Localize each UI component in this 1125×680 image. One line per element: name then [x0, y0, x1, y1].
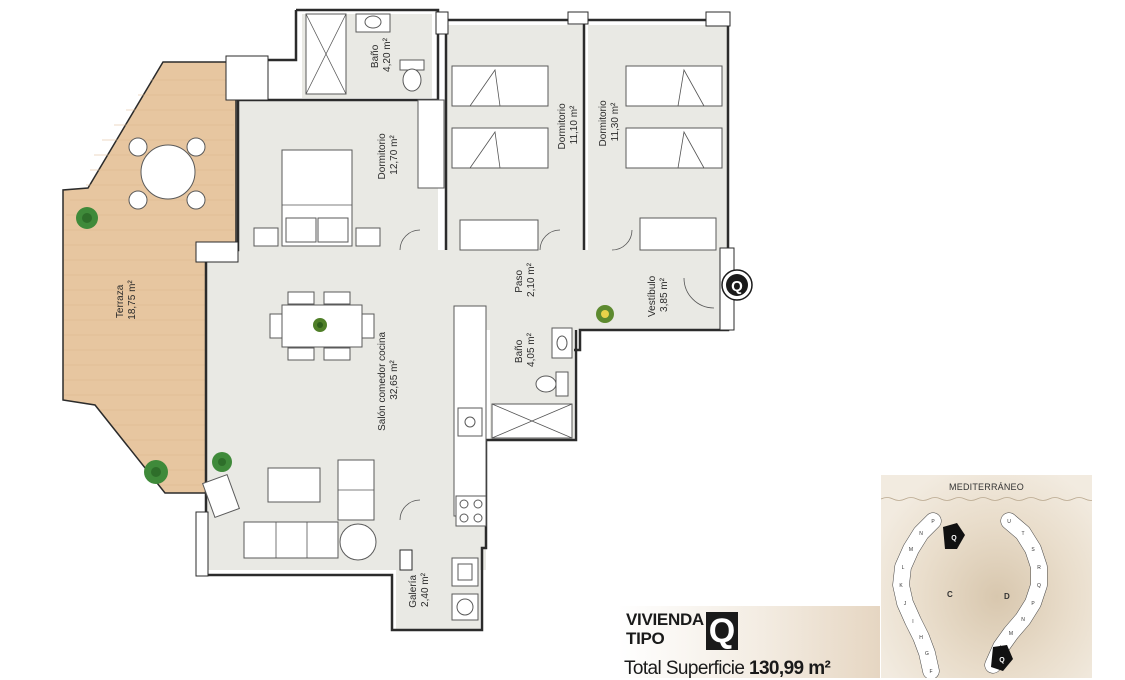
- unit-letter: U: [1007, 519, 1011, 525]
- coffee-table: [267, 467, 321, 503]
- plant-icon: [313, 318, 327, 332]
- single-bed: [625, 127, 723, 169]
- galeria-label: Galería 2,40 m²: [408, 572, 431, 608]
- unit-letter: R: [1037, 565, 1041, 571]
- bano-top-label: Baño 4,20 m²: [370, 37, 393, 72]
- toilet-top: [399, 59, 425, 92]
- bano-mid-label: Baño 4,05 m²: [514, 332, 537, 367]
- building-footprint: [985, 513, 1047, 673]
- laundry-sink: [451, 557, 479, 587]
- unit-letter: M: [909, 547, 913, 553]
- svg-text:Q: Q: [999, 657, 1005, 664]
- toilet-mid: [535, 371, 569, 397]
- nightstand: [355, 227, 381, 247]
- desk: [639, 217, 717, 251]
- zone-d-label: D: [1004, 592, 1010, 601]
- building-footprint: [893, 513, 941, 678]
- vestibulo-label: Vestíbulo 3,85 m²: [647, 273, 670, 317]
- unit-letter: M: [1009, 631, 1013, 637]
- kitchen-sink: [457, 407, 483, 437]
- sofa: [243, 459, 375, 559]
- plant-icon: [212, 452, 232, 472]
- nightstand: [253, 227, 279, 247]
- total-surface: Total Superficie 130,99 m²: [624, 658, 831, 680]
- terraza-label: Terraza 18,75 m²: [115, 280, 138, 320]
- unit-letter: H: [919, 635, 923, 641]
- paso-label: Paso 2,10 m²: [514, 262, 537, 297]
- unit-letter: J: [904, 601, 907, 607]
- entry-marker: Q: [721, 269, 753, 301]
- plant-icon: [144, 460, 168, 484]
- site-map: MEDITERRÁNEO P N M L K J I H G F U T S R Q P N M L K Q Q C…: [881, 475, 1092, 678]
- unit-letter: K: [899, 583, 903, 589]
- floor-plan: Terraza 18,75 m²: [62, 8, 753, 632]
- terrace-table: [128, 137, 206, 210]
- tv-unit: [201, 473, 241, 519]
- single-bed: [451, 127, 549, 169]
- salon-label: Salón comedor cocina 32,65 m²: [377, 329, 400, 431]
- total-surface-value: 130,99 m²: [749, 658, 831, 679]
- cooktop: [455, 495, 487, 527]
- building-right: UTSRQPNMLK: [984, 512, 1048, 674]
- tipo-letter-badge: Q: [706, 612, 738, 650]
- total-surface-label: Total Superficie: [624, 658, 745, 679]
- unit-letter: T: [1021, 531, 1024, 537]
- site-map-drawing: P N M L K J I H G F U T S R Q P N M L K Q Q C D: [881, 497, 1092, 678]
- unit-letter: I: [912, 619, 913, 625]
- sea-label: MEDITERRÁNEO: [949, 482, 1024, 492]
- unit-letter: F: [929, 669, 932, 675]
- building-left: P N M L K J I H G F: [892, 512, 942, 678]
- sink-top: [355, 13, 391, 33]
- unit-letter: Q: [1037, 583, 1041, 589]
- unit-letter: P: [1031, 601, 1035, 607]
- shower-mid: [491, 403, 573, 439]
- plant-icon: [596, 305, 614, 323]
- unit-marker-q: Q: [943, 523, 965, 549]
- wardrobe: [417, 99, 445, 189]
- double-bed: [281, 149, 353, 247]
- unit-letter: S: [1031, 547, 1035, 553]
- title-block: VIVIENDA TIPO Q Total Superficie 130,99 …: [618, 606, 880, 680]
- sea-waves: [881, 497, 1092, 501]
- zone-c-label: C: [947, 590, 953, 599]
- vivienda-label: VIVIENDA: [626, 610, 704, 629]
- unit-letter: N: [919, 531, 923, 537]
- dormitorio-3-label: Dormitorio 11,30 m²: [598, 98, 621, 147]
- unit-letter: P: [931, 519, 935, 525]
- svg-text:Q: Q: [731, 278, 743, 295]
- shower-top: [305, 13, 347, 95]
- sink-mid: [551, 327, 573, 359]
- dormitorio-2-label: Dormitorio 11,10 m²: [557, 101, 580, 150]
- unit-letter: G: [925, 651, 929, 657]
- desk: [459, 219, 539, 251]
- single-bed: [451, 65, 549, 107]
- washing-machine: [451, 593, 479, 621]
- tipo-label: TIPO: [626, 629, 665, 648]
- dormitorio-main-label: Dormitorio 12,70 m²: [377, 131, 400, 180]
- unit-marker-q: Q: [991, 645, 1013, 671]
- svg-text:Q: Q: [951, 535, 957, 542]
- unit-letter: N: [1021, 617, 1025, 623]
- round-ottoman: [339, 523, 377, 561]
- plant-icon: [76, 207, 98, 229]
- dining-table: [269, 291, 375, 361]
- unit-letter: L: [902, 565, 905, 571]
- single-bed: [625, 65, 723, 107]
